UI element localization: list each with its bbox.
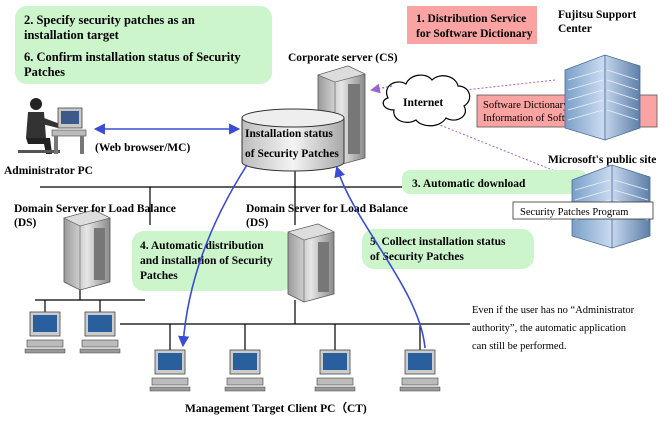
callout-auto-distribution-line3: Patches (140, 270, 178, 282)
internet-links (439, 79, 566, 176)
callout-collect (362, 229, 534, 269)
callout-auto-distribution-line2: and installation of Security (140, 255, 273, 267)
client-pc-icon (79, 311, 121, 354)
security-patches-program-box (512, 201, 654, 220)
software-dictionary-line2: Information of Software Inspection) (483, 113, 635, 124)
web-browser-label: (Web browser/MC) (95, 142, 190, 154)
corporate-server-label: Corporate server (CS) (288, 52, 398, 64)
callout-auto-distribution-line1: 4. Automatic distribution (140, 240, 264, 252)
callout-specify-confirm (15, 6, 272, 84)
client-pc-icon (399, 349, 441, 392)
callout-auto-download-text: 3. Automatic download (412, 178, 526, 190)
client-pc-icon (224, 349, 266, 392)
administrator-pc-icon (18, 98, 87, 154)
distribution-service-box (407, 6, 537, 44)
callout-collect-line1: 5. Collect installation status (370, 236, 506, 248)
administrator-pc-label: Administrator PC (4, 165, 93, 177)
domain-server-left-icon (63, 209, 111, 291)
domain-server-right-icon (287, 223, 335, 303)
callout-confirm-line2: Patches (24, 65, 65, 79)
callout-auto-download (402, 170, 587, 194)
client-pc-icon (24, 311, 66, 354)
install-status-line1: Installation status (245, 128, 333, 140)
database-icon (241, 108, 345, 172)
callout-confirm-line1: 6. Confirm installation status of Securi… (24, 50, 241, 64)
client-pc-icon (149, 349, 191, 392)
distribution-service-line1: 1. Distribution Service (416, 13, 526, 25)
ds-right-label-line1: Domain Server for Load Balance (246, 203, 408, 215)
security-patches-program-label: Security Patches Program (520, 207, 628, 218)
note-line1: Even if the user has no “Administrator (472, 305, 635, 316)
fujitsu-label-line2: Center (558, 23, 592, 35)
client-pc-icon (314, 349, 356, 392)
arrow-internet-to-server (370, 83, 393, 94)
note-line2: authority”, the automatic application (472, 323, 627, 334)
arrow-collect-status (334, 165, 426, 349)
client-pc-label: Management Target Client PC（CT) (185, 401, 367, 415)
note-line3: can still be performed. (472, 341, 566, 352)
internet-label: Internet (403, 97, 443, 109)
distribution-service-line2: for Software Dictionary (416, 28, 533, 40)
callout-specify-line2: installation target (24, 28, 120, 42)
software-dictionary-line1: Software Dictionary(Definition (483, 100, 616, 111)
callout-collect-line2: of Security Patches (370, 251, 464, 263)
ds-left-label-line2: (DS) (14, 217, 37, 229)
arrow-distribution (178, 164, 248, 348)
ds-left-label-line1: Domain Server for Load Balance (14, 203, 176, 215)
install-status-line2: of Security Patches (245, 148, 339, 160)
callout-auto-distribution (132, 231, 292, 291)
internet-cloud-icon (382, 74, 471, 127)
microsoft-site-label: Microsoft's public site (548, 154, 656, 166)
fujitsu-building-icon (564, 54, 641, 141)
ds-right-label-line2: (DS) (246, 217, 269, 229)
callout-specify-line1: 2. Specify security patches as an (24, 13, 195, 27)
fujitsu-label-line1: Fujitsu Support (558, 9, 636, 21)
